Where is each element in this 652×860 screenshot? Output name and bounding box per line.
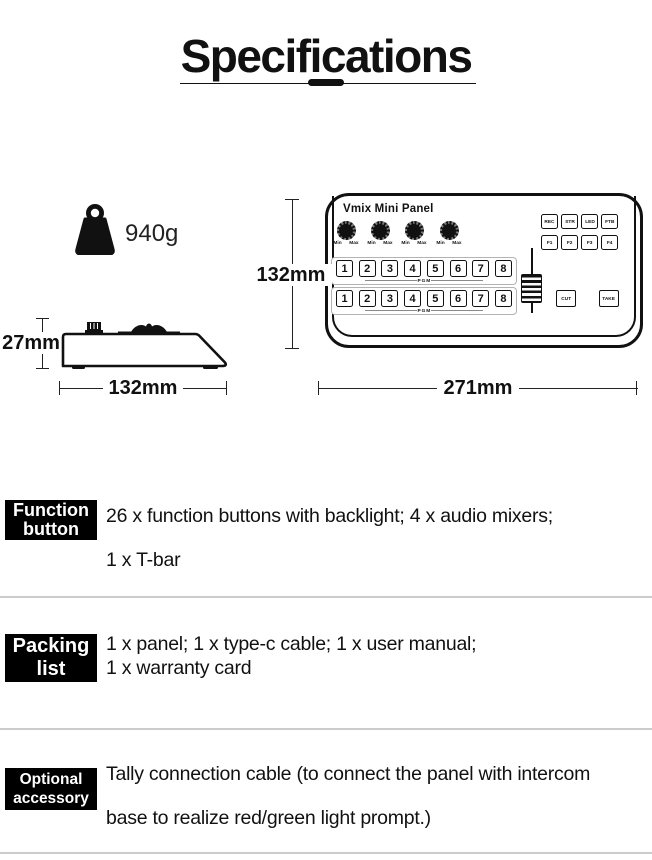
spec-line: Tally connection cable (to connect the p… — [106, 763, 591, 785]
page-title: Specifications — [180, 29, 473, 82]
weight-value: 940g — [125, 220, 179, 247]
take-button: TAKE — [599, 290, 619, 307]
audio-knob-icon — [336, 221, 356, 240]
input-button: 7 — [472, 260, 490, 277]
fn-button-led: LED — [581, 214, 598, 229]
spec-line: base to realize red/green light prompt.) — [106, 807, 431, 829]
fn-button-f2: F2 — [561, 235, 578, 250]
audio-knob-icon — [439, 221, 459, 240]
dim-depth-right-tick — [226, 381, 227, 395]
audio-knob-icon — [404, 221, 424, 240]
bus-row-2-label: PGM — [336, 306, 512, 315]
input-button: 7 — [472, 290, 490, 307]
input-button: 2 — [358, 260, 376, 277]
side-tbar-handle — [131, 323, 167, 332]
input-button: 6 — [449, 260, 467, 277]
spec-line: 1 x panel; 1 x type-c cable; 1 x user ma… — [106, 633, 477, 655]
fn-button-f1: F1 — [541, 235, 558, 250]
bus-row-1-buttons: 1 2 3 4 5 6 7 8 — [336, 260, 512, 277]
spec-line: 1 x T-bar — [106, 549, 181, 571]
tbar-handle — [521, 274, 542, 303]
bus-row-1-label: PGM — [336, 276, 512, 285]
bus-row-1: 1 2 3 4 5 6 7 8 PGM — [331, 257, 517, 285]
title-divider-accent — [308, 79, 344, 86]
section-badge-optional-accessory: Optional accessory — [5, 768, 97, 810]
bus-row-2: 1 2 3 4 5 6 7 8 PGM — [331, 287, 517, 315]
cut-button: CUT — [556, 290, 576, 307]
fn-button-rec: REC — [541, 214, 558, 229]
panel-brand-label: Vmix Mini Panel — [343, 203, 434, 215]
dim-side-depth-label: 132mm — [103, 377, 183, 399]
section-badge-function-button: Function button — [5, 500, 97, 540]
input-button: 5 — [426, 290, 444, 307]
dim-height-bottom-tick — [285, 348, 299, 349]
input-button: 2 — [358, 290, 376, 307]
fn-button-f4: F4 — [601, 235, 618, 250]
dim-side-height-label: 27mm — [2, 332, 60, 354]
input-button: 4 — [404, 260, 422, 277]
input-button: 4 — [404, 290, 422, 307]
dim-27-bottom-tick — [36, 368, 49, 369]
section-divider — [0, 852, 652, 854]
fn-button-f3: F3 — [581, 235, 598, 250]
bus-row-2-buttons: 1 2 3 4 5 6 7 8 — [336, 290, 512, 307]
weight-icon — [75, 204, 115, 255]
input-button: 1 — [336, 290, 353, 307]
dim-front-height-label: 132mm — [250, 264, 332, 286]
section-divider — [0, 728, 652, 730]
dim-front-width-label: 271mm — [437, 377, 519, 399]
input-button: 3 — [381, 260, 399, 277]
fn-button-str: STR — [561, 214, 578, 229]
dim-width-right-tick — [636, 381, 637, 395]
section-badge-packing-list: Packing list — [5, 634, 97, 682]
audio-knob-icon — [370, 221, 390, 240]
input-button: 3 — [381, 290, 399, 307]
section-divider — [0, 596, 652, 598]
spec-line: 26 x function buttons with backlight; 4 … — [106, 505, 553, 527]
input-button: 8 — [494, 290, 512, 307]
side-view-illustration — [61, 322, 228, 369]
fn-button-ftb: FTB — [601, 214, 618, 229]
input-button: 6 — [449, 290, 467, 307]
input-button: 5 — [426, 260, 444, 277]
spec-line: 1 x warranty card — [106, 657, 252, 679]
input-button: 1 — [336, 260, 353, 277]
input-button: 8 — [494, 260, 512, 277]
side-tbar-plate — [118, 331, 180, 334]
